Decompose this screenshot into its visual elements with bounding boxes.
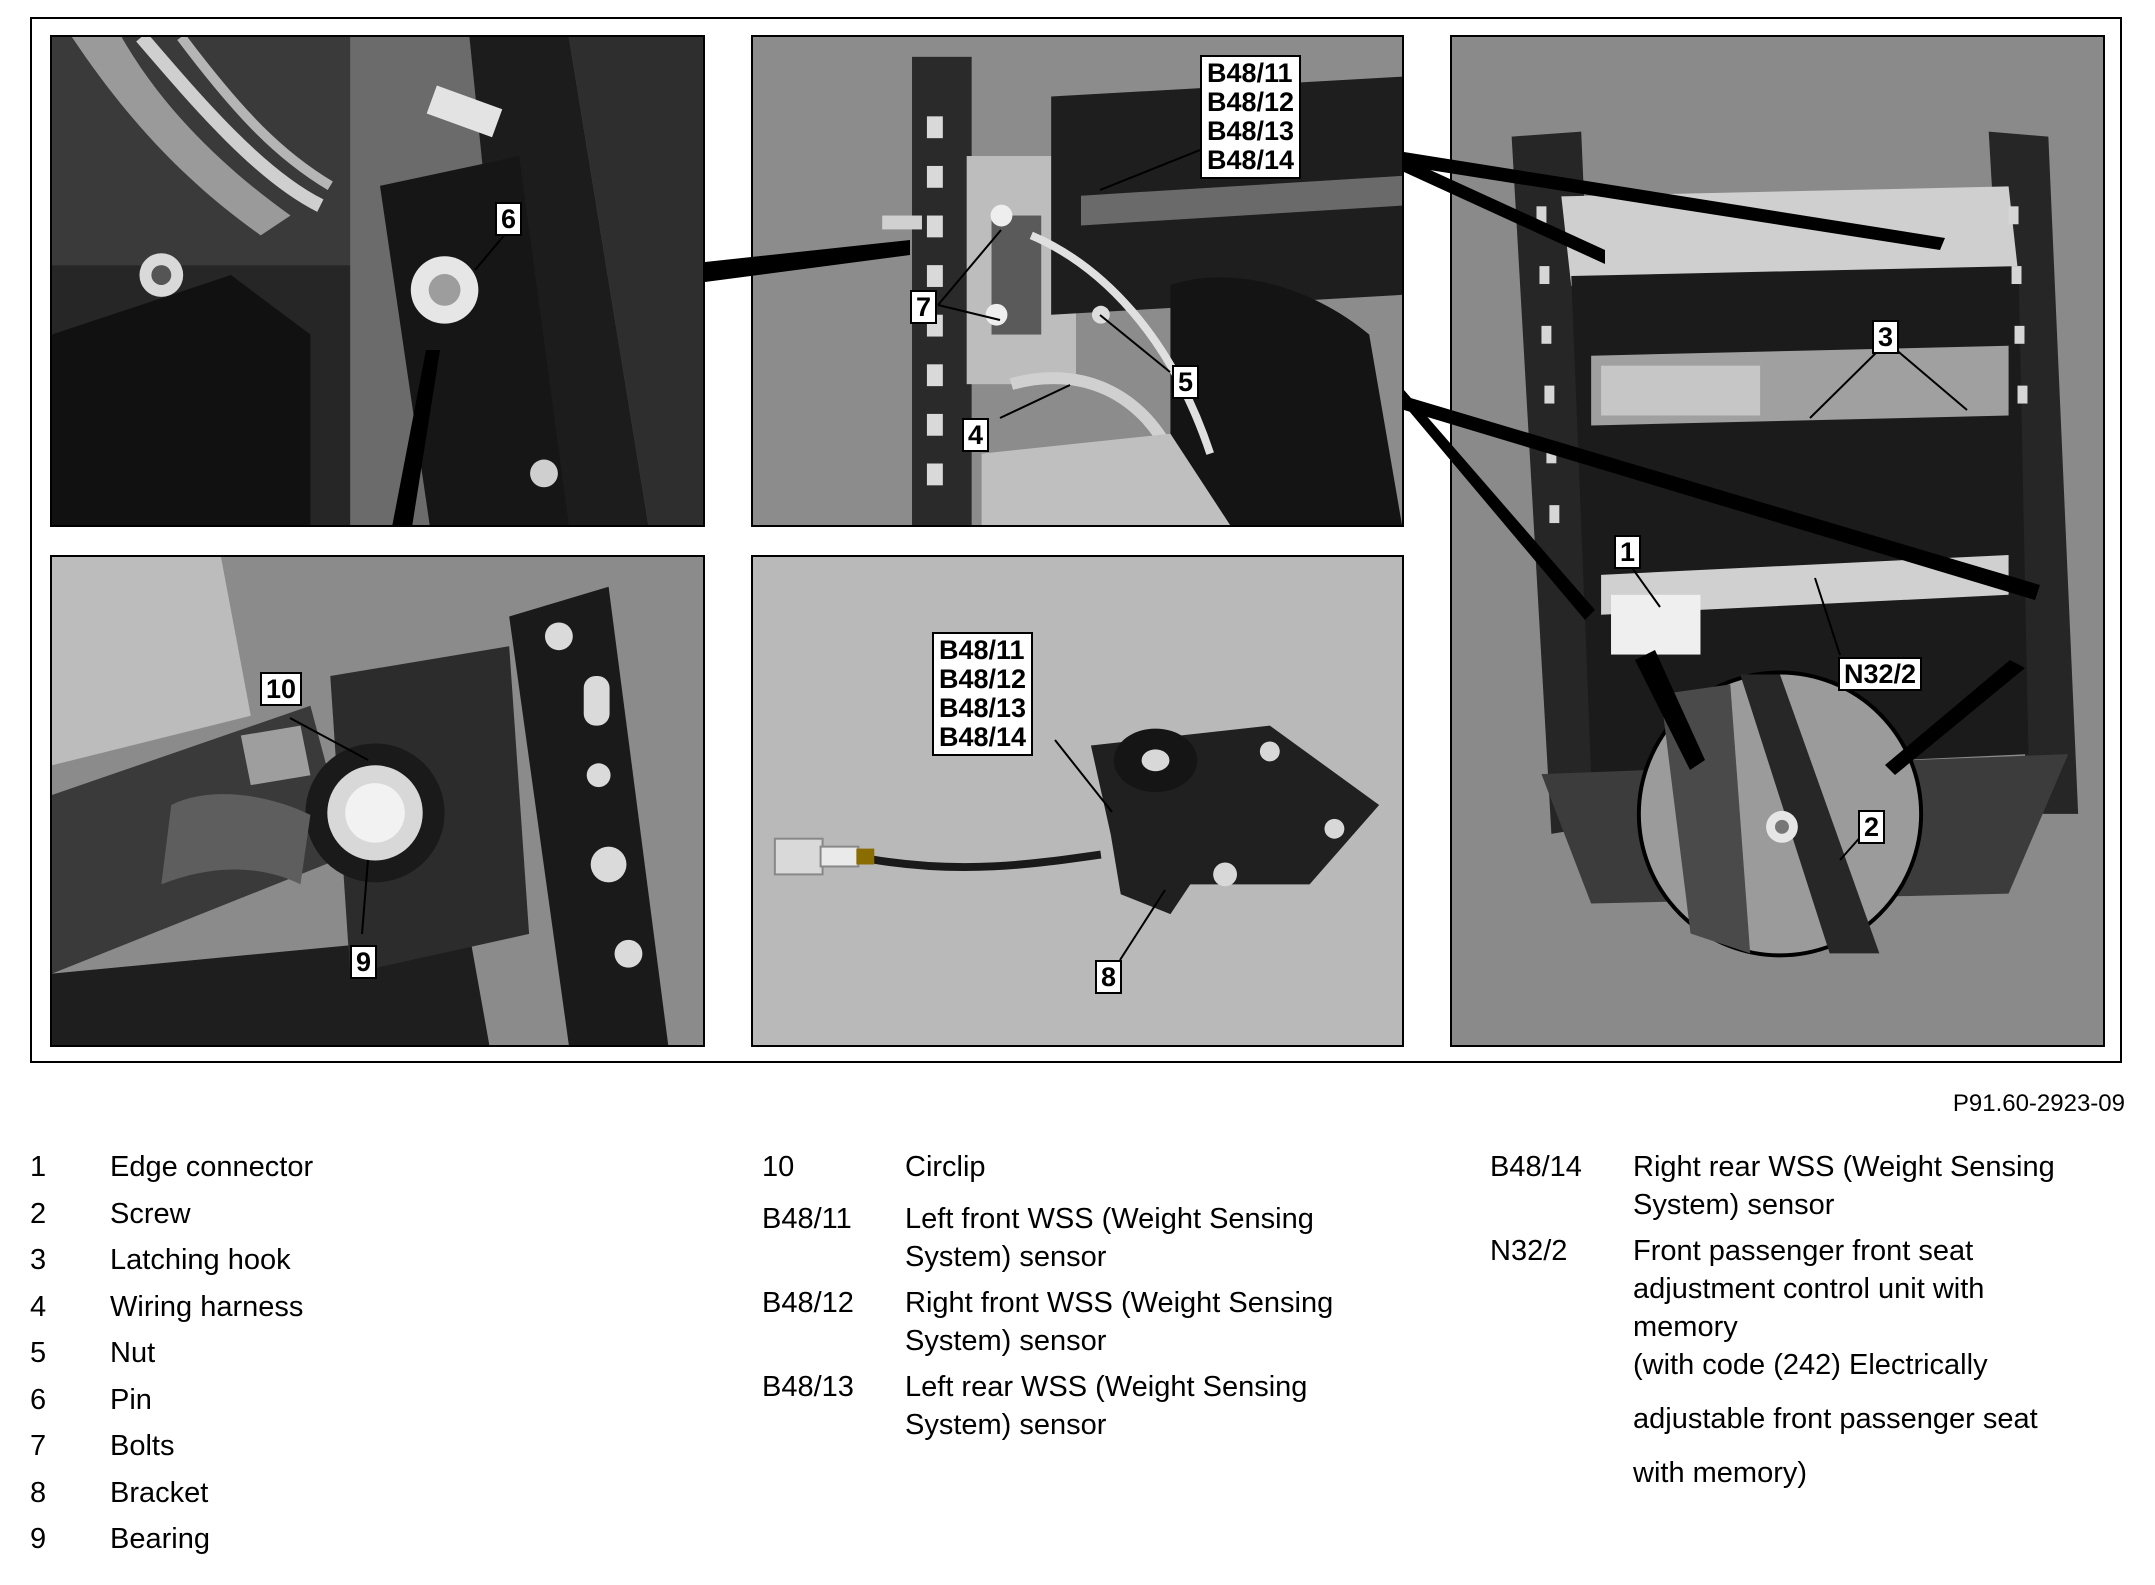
photo-panel-bracket-mount <box>751 35 1404 527</box>
legend-desc: Nut <box>110 1337 156 1369</box>
legend-item: 4 Wiring harness <box>30 1288 670 1326</box>
legend-code: 3 <box>30 1244 47 1276</box>
callout-1: 1 <box>1614 535 1642 569</box>
legend-desc: Left front WSS (Weight Sensing System) s… <box>905 1203 1314 1273</box>
photo-seat-frame-area <box>1452 37 2103 1045</box>
legend-item: N32/2 Front passenger front seat adjustme… <box>1490 1232 2113 1346</box>
legend-column-1: 1 Edge connector 2 Screw 3 Latching hook 4 W… <box>30 1148 670 1567</box>
photo-bracket-mount-area <box>753 37 1402 525</box>
legend-code: B48/11 <box>762 1203 852 1235</box>
callout-5: 5 <box>1172 365 1200 399</box>
callout-b48-11-top: B48/11 <box>1207 58 1293 88</box>
callout-sensor-group-top: B48/11 B48/12 B48/13 B48/14 <box>1200 55 1302 179</box>
legend-item: B48/11 Left front WSS (Weight Sensing Sys… <box>762 1200 1445 1276</box>
legend-code: 4 <box>30 1290 47 1323</box>
photo-panel-bearing <box>50 555 705 1047</box>
callout-3: 3 <box>1872 320 1900 354</box>
callout-n32-2: N32/2 <box>1838 657 1923 691</box>
legend-desc: Bolts <box>110 1430 175 1462</box>
callout-b48-12-top: B48/12 <box>1207 87 1295 117</box>
legend-item: 5 Nut <box>30 1334 670 1372</box>
legend-desc: Right front WSS (Weight Sensing System) … <box>905 1287 1334 1357</box>
legend-desc: Pin <box>110 1383 152 1416</box>
legend-item: B48/13 Left rear WSS (Weight Sensing Syst… <box>762 1368 1445 1444</box>
callout-7: 7 <box>910 290 938 324</box>
legend-item: 7 Bolts <box>30 1427 670 1465</box>
callout-4: 4 <box>962 418 990 452</box>
legend-desc: Left rear WSS (Weight Sensing System) se… <box>905 1371 1308 1441</box>
legend-item: 8 Bracket <box>30 1474 670 1512</box>
legend-item: 6 Pin <box>30 1381 670 1419</box>
legend-code: 10 <box>762 1151 795 1183</box>
legend-desc: Latching hook <box>110 1244 291 1276</box>
legend-code: B48/13 <box>762 1371 854 1403</box>
legend-column-3: B48/14 Right rear WSS (Weight Sensing Sys… <box>1490 1148 2113 1500</box>
legend-item: B48/12 Right front WSS (Weight Sensing Sy… <box>762 1284 1445 1360</box>
legend-item: 10 Circlip <box>762 1148 1445 1186</box>
legend-item: with memory) <box>1490 1454 2113 1492</box>
legend-item: 1 Edge connector <box>30 1148 670 1186</box>
legend-item: 2 Screw <box>30 1195 670 1233</box>
legend-desc: Right rear WSS (Weight Sensing System) s… <box>1633 1151 2055 1221</box>
legend-desc: Bearing <box>110 1523 210 1555</box>
callout-b48-14-bottom: B48/14 <box>939 722 1027 752</box>
legend-desc: (with code (242) Electrically <box>1633 1349 1988 1381</box>
legend-desc: Bracket <box>110 1476 209 1509</box>
legend-desc: adjustable front passenger seat <box>1633 1403 2038 1435</box>
callout-b48-12-bottom: B48/12 <box>939 664 1027 694</box>
photo-sensor-area <box>753 557 1402 1045</box>
legend-code: B48/14 <box>1490 1151 1582 1183</box>
legend-desc: Wiring harness <box>110 1290 304 1323</box>
callout-b48-13-bottom: B48/13 <box>939 693 1027 723</box>
photo-panel-seat-frame <box>1450 35 2105 1047</box>
legend-code: 8 <box>30 1476 47 1509</box>
photo-panel-pin <box>50 35 705 527</box>
photo-bearing-area <box>52 557 703 1045</box>
photo-pin-area <box>52 37 703 525</box>
callout-sensor-group-bottom: B48/11 B48/12 B48/13 B48/14 <box>932 632 1034 756</box>
callout-8: 8 <box>1095 960 1123 994</box>
legend-item: adjustable front passenger seat <box>1490 1400 2113 1438</box>
legend-column-2: 10 Circlip B48/11 Left front WSS (Weight S… <box>762 1148 1445 1452</box>
legend-item: B48/14 Right rear WSS (Weight Sensing Sys… <box>1490 1148 2113 1224</box>
legend-code: 5 <box>30 1337 47 1369</box>
legend-item: 9 Bearing <box>30 1520 670 1558</box>
callout-b48-13-top: B48/13 <box>1207 116 1295 146</box>
photo-panel-sensor <box>751 555 1404 1047</box>
legend-item: 3 Latching hook <box>30 1241 670 1279</box>
legend-item: (with code (242) Electrically <box>1490 1346 2113 1384</box>
callout-6: 6 <box>495 202 523 236</box>
legend-code: B48/12 <box>762 1287 854 1319</box>
callout-b48-14-top: B48/14 <box>1207 145 1295 175</box>
figure-code: P91.60-2923-09 <box>1952 1090 2125 1117</box>
legend-desc: Edge connector <box>110 1151 314 1183</box>
legend-desc: Front passenger front seat adjustment co… <box>1633 1235 1985 1343</box>
legend-code: 7 <box>30 1430 47 1462</box>
callout-b48-11-bottom: B48/11 <box>939 635 1025 665</box>
callout-9: 9 <box>350 945 378 979</box>
callout-2: 2 <box>1858 810 1886 844</box>
legend-code: 2 <box>30 1197 47 1230</box>
legend-code: 1 <box>30 1151 47 1183</box>
legend-code: 9 <box>30 1523 47 1555</box>
legend-code: 6 <box>30 1383 47 1416</box>
callout-10: 10 <box>260 672 303 706</box>
legend-desc: Screw <box>110 1197 191 1230</box>
legend-code: N32/2 <box>1490 1235 1568 1267</box>
legend-desc: with memory) <box>1633 1457 1808 1489</box>
legend-desc: Circlip <box>905 1151 986 1183</box>
